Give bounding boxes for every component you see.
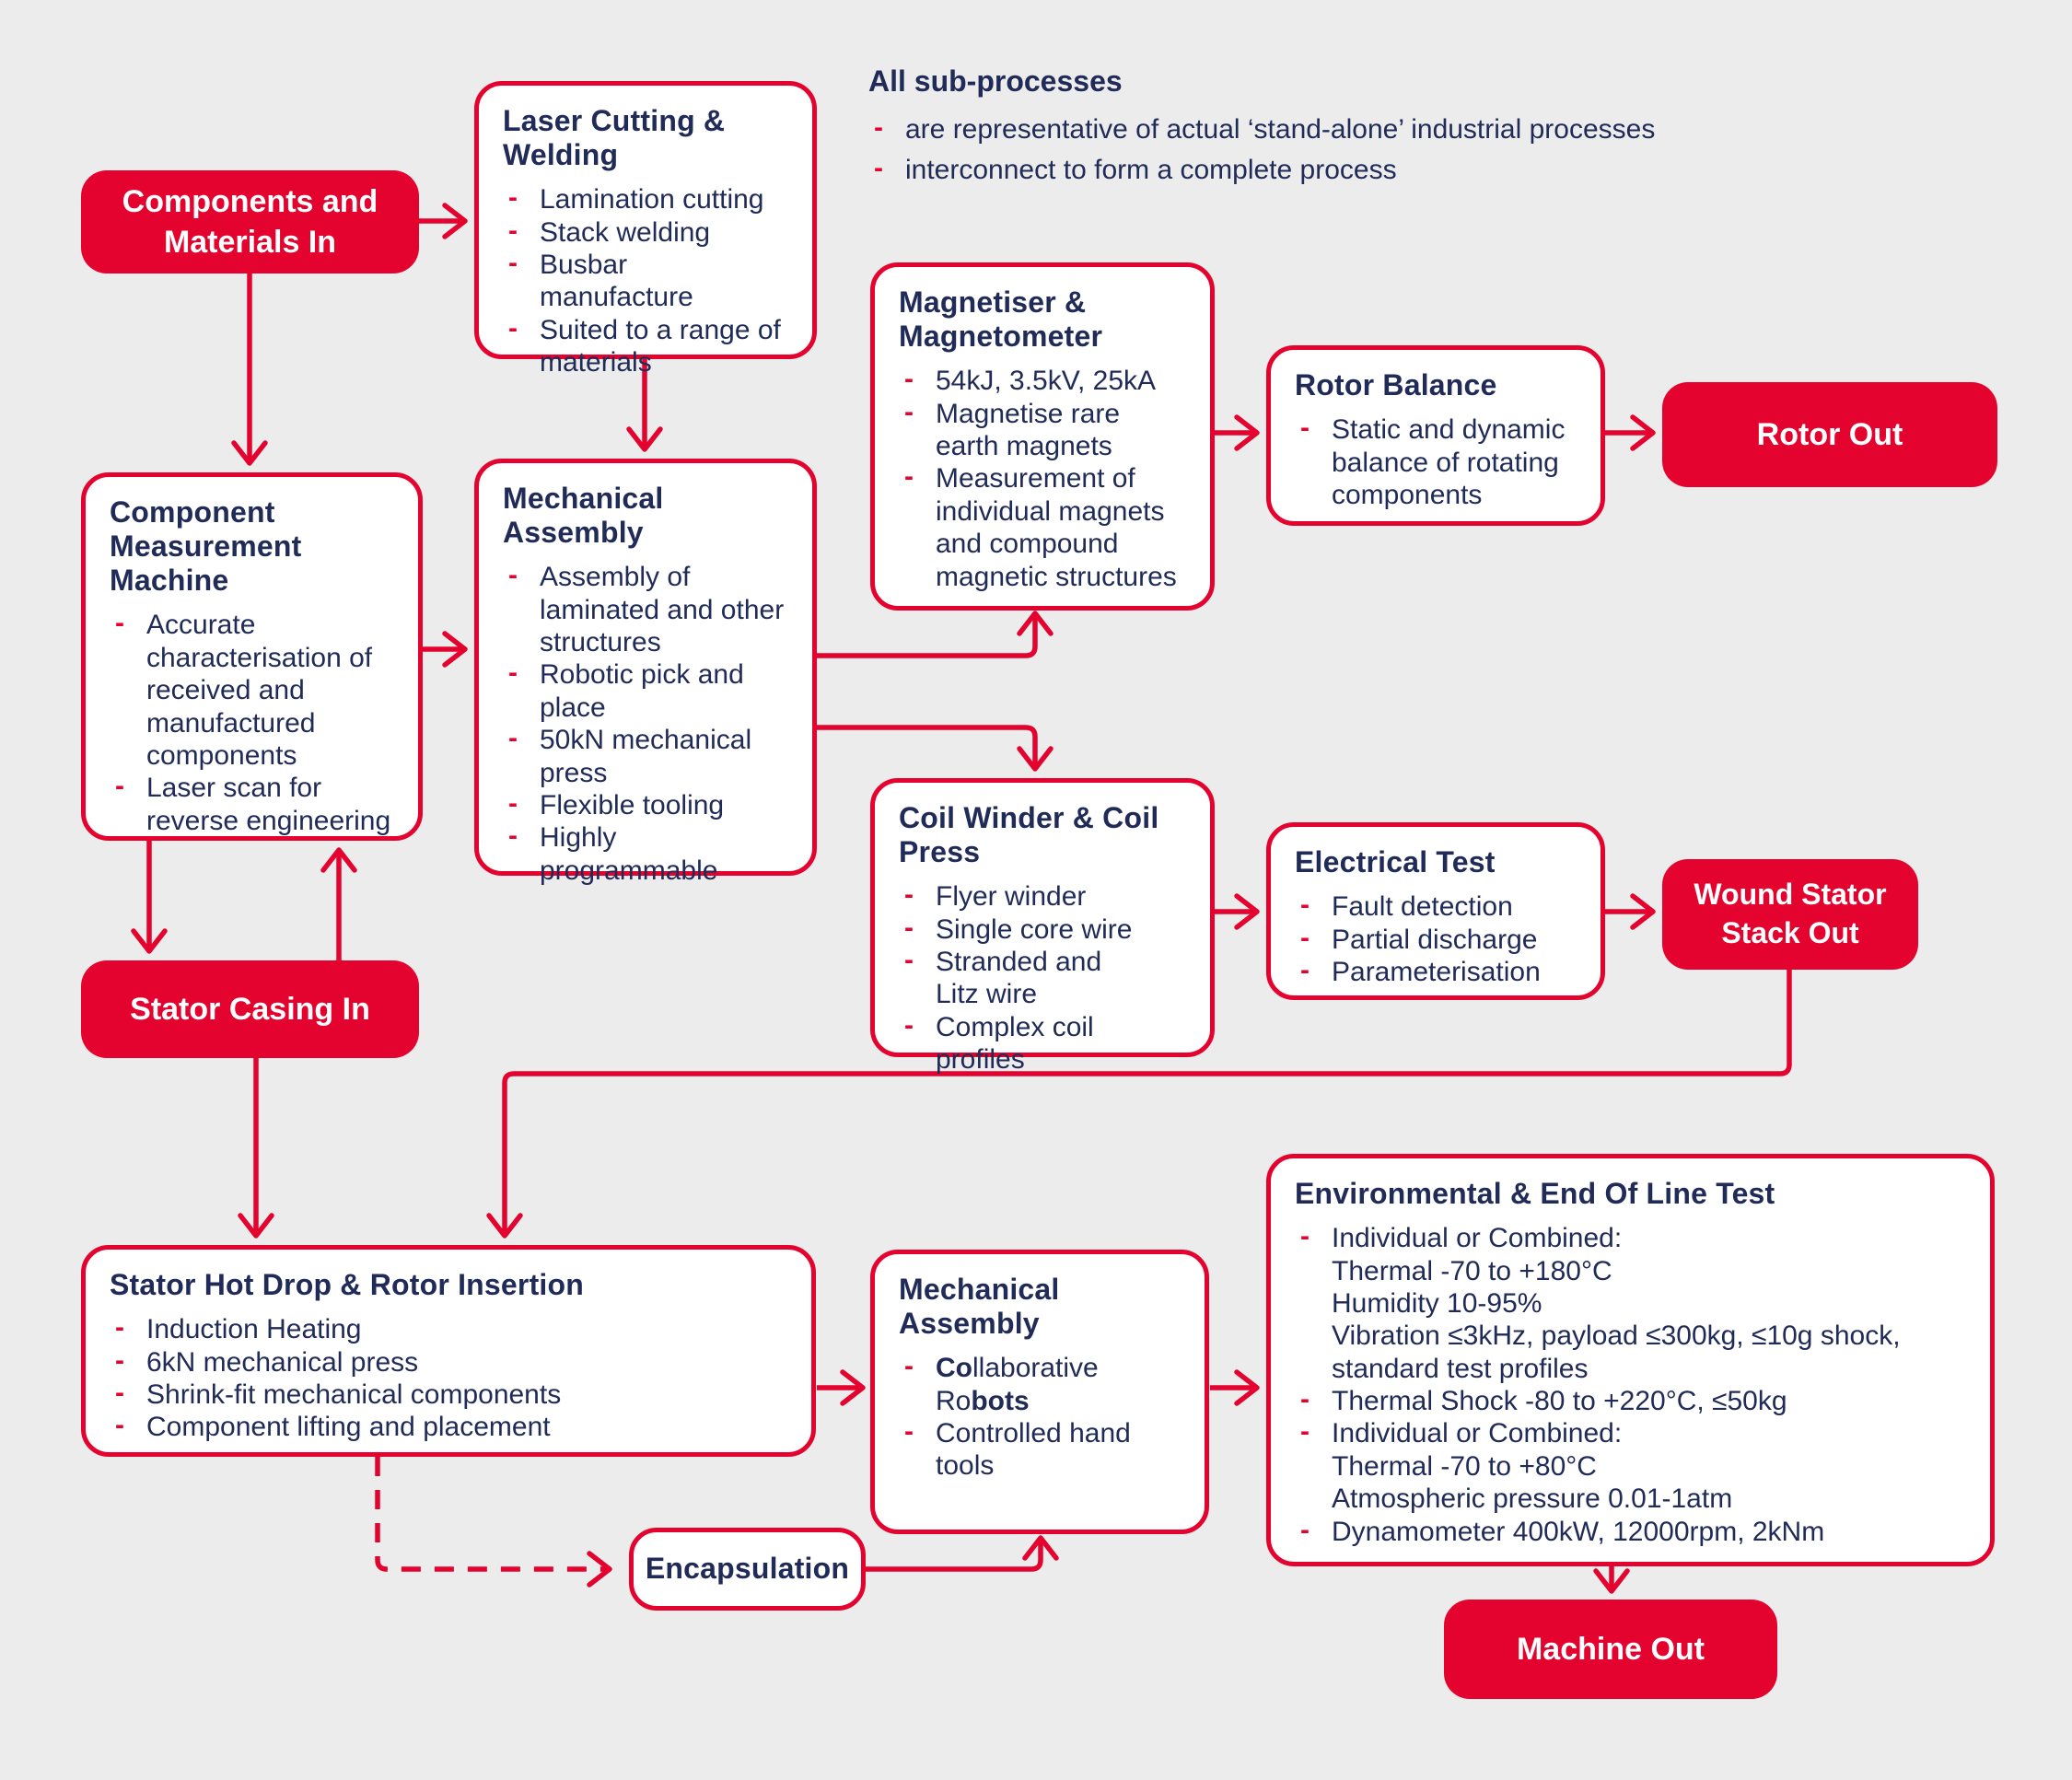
connector-encapsulation-to-mech-assembly-2	[866, 1535, 1059, 1572]
node-stator-casing-in: Stator Casing In	[81, 960, 419, 1058]
node-rotor-out: Rotor Out	[1662, 382, 1997, 487]
node-bullets: Assembly of laminated and other structur…	[503, 559, 788, 887]
bullet-item: 54kJ, 3.5kV, 25kA	[899, 363, 1186, 397]
bullet-item: Lamination cutting	[503, 181, 788, 215]
bullet-item: 6kN mechanical press	[110, 1344, 787, 1379]
bullet-item: Accurate characterisation of received an…	[110, 607, 394, 772]
node-stator-hot-drop-rotor-insertion: Stator Hot Drop & Rotor Insertion Induct…	[81, 1245, 816, 1457]
node-laser-cutting-welding: Laser Cutting & Welding Lamination cutti…	[474, 81, 817, 378]
node-bullets: Induction Heating6kN mechanical pressShr…	[110, 1311, 787, 1444]
bullet-item: Static and dynamic balance of rotating c…	[1295, 412, 1577, 511]
bullet-item: 50kN mechanical press	[503, 722, 788, 789]
node-electrical-test: Electrical Test Fault detectionPartial d…	[1266, 822, 1605, 1000]
pill-label: Rotor Out	[1756, 416, 1903, 452]
node-rotor-balance: Rotor Balance Static and dynamic balance…	[1266, 345, 1605, 526]
bullet-item: Fault detection	[1295, 889, 1577, 923]
bullet-item: Complex coil profiles	[899, 1009, 1186, 1076]
bullet-item: Stranded and Litz wire	[899, 944, 1186, 1011]
node-title: Rotor Balance	[1295, 368, 1497, 401]
bullet-item: Highly programmable	[503, 820, 788, 887]
node-wound-stator-stack-out: Wound Stator Stack Out	[1662, 859, 1918, 970]
node-components-materials-in: Components and Materials In	[81, 170, 419, 273]
bullet-item: Assembly of laminated and other structur…	[503, 559, 788, 658]
bullet-item: Robotic pick and place	[503, 657, 788, 724]
note-bullets: are representative of actual ‘stand-alon…	[868, 108, 2010, 191]
bullet-item: Magnetise rare earth magnets	[899, 396, 1186, 463]
node-encapsulation: Encapsulation	[629, 1528, 866, 1611]
connector-mech-assembly-1-to-magnetiser	[817, 611, 1053, 658]
pill-label: Machine Out	[1516, 1631, 1705, 1667]
node-mechanical-assembly-2: Mechanical Assembly Collaborative Robots…	[870, 1250, 1209, 1534]
bullet-item: Measurement of individual magnets and co…	[899, 460, 1186, 593]
connector-hot-drop-to-encapsulation	[375, 1457, 612, 1588]
bullet-item: Flyer winder	[899, 878, 1186, 913]
note-title: All sub-processes	[868, 64, 1123, 98]
bullet-item: Controlled hand tools	[899, 1415, 1181, 1483]
node-title: Stator Hot Drop & Rotor Insertion	[110, 1268, 585, 1301]
node-magnetiser-magnetometer: Magnetiser & Magnetometer 54kJ, 3.5kV, 2…	[870, 262, 1215, 611]
node-title: Coil Winder & Coil Press	[899, 801, 1159, 869]
bullet-item: Busbar manufacture	[503, 247, 788, 314]
bullet-item: Dynamometer 400kW, 12000rpm, 2kNm	[1295, 1514, 1966, 1548]
node-bullets: 54kJ, 3.5kV, 25kAMagnetise rare earth ma…	[899, 363, 1186, 593]
pill-label: Stator Casing In	[130, 991, 370, 1027]
pill-label: Wound Stator Stack Out	[1694, 878, 1887, 949]
bullet-item: interconnect to form a complete process	[868, 148, 2010, 191]
pill-label: Components and Materials In	[122, 183, 378, 260]
node-title: Encapsulation	[645, 1552, 850, 1586]
node-title: Mechanical Assembly	[503, 482, 664, 550]
node-machine-out: Machine Out	[1444, 1600, 1777, 1699]
node-bullets: Static and dynamic balance of rotating c…	[1295, 412, 1577, 511]
node-bullets: Lamination cuttingStack weldingBusbar ma…	[503, 181, 788, 379]
node-coil-winder-coil-press: Coil Winder & Coil Press Flyer winderSin…	[870, 778, 1215, 1075]
node-title: Mechanical Assembly	[899, 1273, 1060, 1341]
node-bullets: Accurate characterisation of received an…	[110, 607, 394, 837]
node-bullets: Individual or Combined: Thermal -70 to +…	[1295, 1220, 1966, 1548]
bullet-item: Stack welding	[503, 215, 788, 249]
bullet-item: Partial discharge	[1295, 921, 1577, 956]
node-title: Environmental & End Of Line Test	[1295, 1177, 1775, 1210]
connector-mech-assembly-1-to-coil-winder	[817, 725, 1053, 772]
bullet-item: Individual or Combined: Thermal -70 to +…	[1295, 1415, 1966, 1515]
node-bullets: Fault detectionPartial dischargeParamete…	[1295, 889, 1577, 988]
node-title: Electrical Test	[1295, 845, 1496, 878]
bullet-item: Single core wire	[899, 912, 1186, 946]
node-title: Laser Cutting & Welding	[503, 104, 726, 172]
bullet-item: Laser scan for reverse engineering	[110, 770, 394, 837]
bullet-item: Suited to a range of materials	[503, 312, 788, 379]
bullet-item: Thermal Shock -80 to +220°C, ≤50kg	[1295, 1383, 1966, 1417]
note-all-sub-processes: All sub-processes are representative of …	[868, 64, 2010, 190]
node-bullets: Flyer winderSingle core wireStranded and…	[899, 878, 1186, 1076]
bullet-item: Flexible tooling	[503, 787, 788, 821]
node-component-measurement-machine: Component Measurement Machine Accurate c…	[81, 472, 423, 841]
bullet-item: Component lifting and placement	[110, 1409, 787, 1443]
node-mechanical-assembly-1: Mechanical Assembly Assembly of laminate…	[474, 459, 817, 886]
bullet-item: Parameterisation	[1295, 954, 1577, 988]
node-environmental-end-of-line-test: Environmental & End Of Line Test Individ…	[1266, 1154, 1995, 1566]
node-title: Magnetiser & Magnetometer	[899, 285, 1103, 354]
bullet-item: Shrink-fit mechanical components	[110, 1377, 787, 1411]
bullet-item: Individual or Combined: Thermal -70 to +…	[1295, 1220, 1966, 1385]
bullet-item: are representative of actual ‘stand-alon…	[868, 108, 2010, 150]
bullet-item: Induction Heating	[110, 1311, 787, 1345]
node-title: Component Measurement Machine	[110, 495, 302, 598]
node-bullets: Collaborative RobotsControlled hand tool…	[899, 1350, 1181, 1483]
bullet-item: Collaborative Robots	[899, 1350, 1181, 1417]
